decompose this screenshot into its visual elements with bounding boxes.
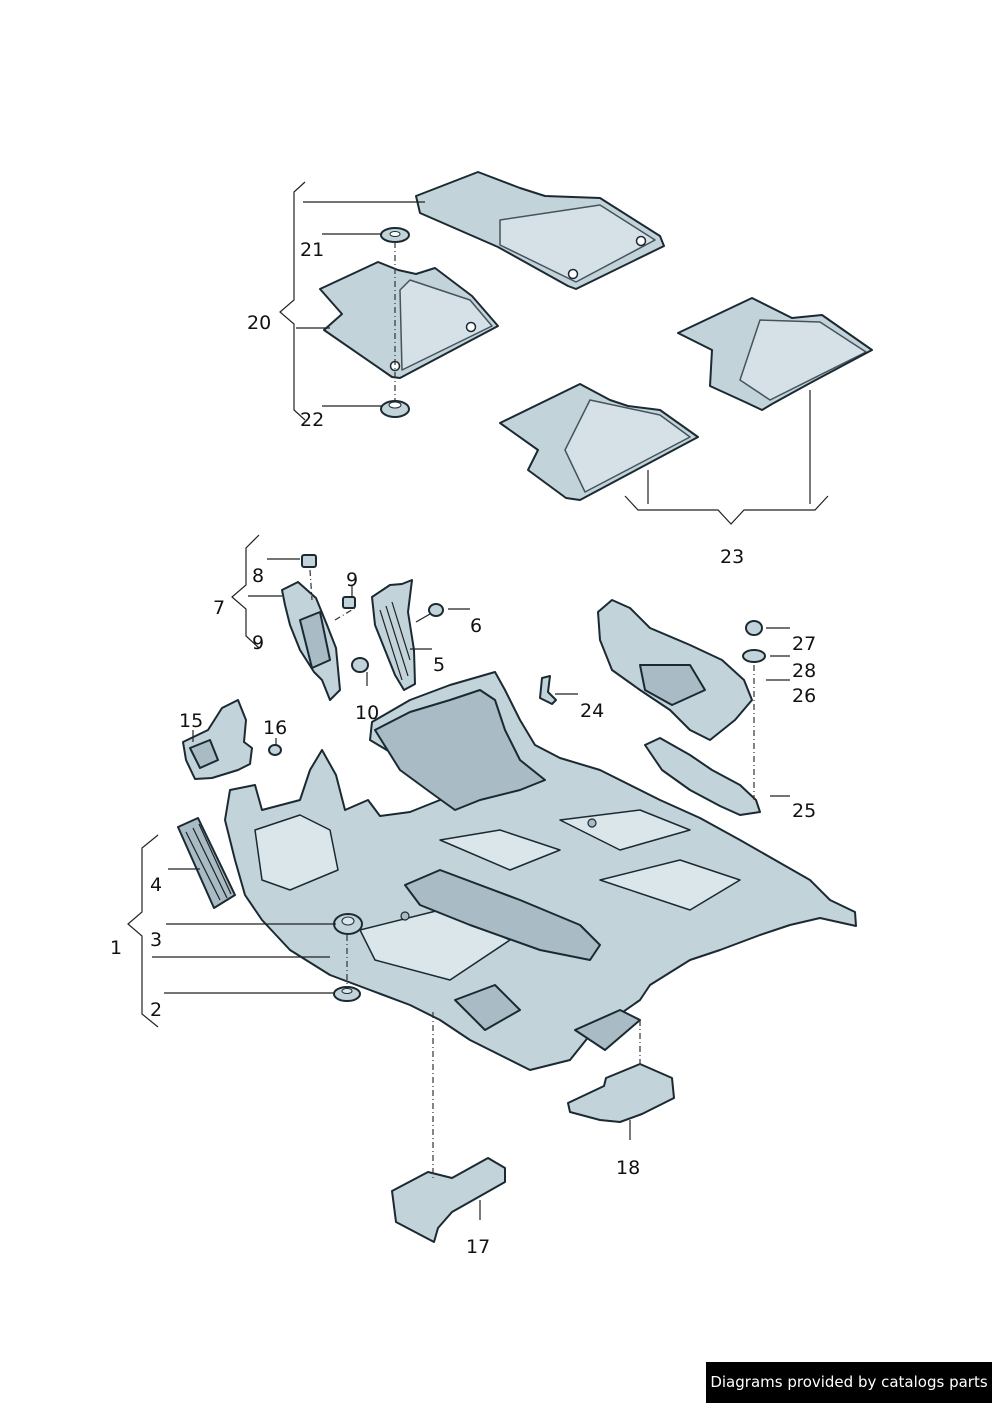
foam-block-17 [391, 1157, 506, 1243]
rear-trim-lower [644, 737, 761, 816]
callout-6: 6 [470, 615, 482, 637]
floor-mat-front-right [319, 261, 499, 379]
callout-25: 25 [792, 800, 816, 822]
floor-clip [333, 986, 361, 1002]
callout-2: 2 [150, 999, 162, 1021]
callout-labels: 20 21 22 23 8 9 7 9 6 5 10 24 27 28 26 2… [110, 239, 816, 1258]
callout-17: 17 [466, 1236, 490, 1258]
callout-1: 1 [110, 937, 122, 959]
washer-28 [742, 649, 766, 663]
callout-18: 18 [616, 1157, 640, 1179]
leader-lines [152, 201, 811, 1220]
side-trim-panel [182, 699, 253, 780]
nut-27 [745, 620, 763, 636]
callout-28: 28 [792, 660, 816, 682]
callout-22: 22 [300, 409, 324, 431]
callout-3: 3 [150, 929, 162, 951]
foam-block-18 [567, 1063, 675, 1123]
floor-mat-rear-left [677, 297, 873, 411]
callout-20: 20 [247, 312, 271, 334]
floor-mat-rear-right [499, 383, 699, 501]
callout-7: 7 [213, 597, 225, 619]
callout-15: 15 [179, 710, 203, 732]
footrest-bracket [281, 581, 341, 701]
clip-8 [301, 554, 317, 568]
callout-4: 4 [150, 874, 162, 896]
clip-lower [380, 400, 410, 418]
clip-upper [380, 227, 410, 243]
trim-clip [268, 744, 282, 756]
callout-24: 24 [580, 700, 604, 722]
diagram-credit-banner: Diagrams provided by catalogs parts [706, 1362, 992, 1403]
group-braces [127, 181, 829, 1028]
callout-9-lower: 9 [252, 632, 264, 654]
callout-5: 5 [433, 654, 445, 676]
callout-21: 21 [300, 239, 324, 261]
callout-9-upper: 9 [346, 569, 358, 591]
screw-6 [415, 603, 444, 623]
callout-27: 27 [792, 633, 816, 655]
callout-16: 16 [263, 717, 287, 739]
footrest [371, 579, 416, 691]
floor-covering [224, 671, 857, 1071]
nut-10 [351, 657, 369, 673]
callout-26: 26 [792, 685, 816, 707]
rear-trim-upper [597, 599, 753, 741]
callout-8: 8 [252, 565, 264, 587]
floor-mat-front-left [415, 171, 665, 290]
callout-23: 23 [720, 546, 744, 568]
callout-10: 10 [355, 702, 379, 724]
heel-pad [177, 817, 236, 909]
floor-stud [333, 913, 363, 935]
clip-9 [342, 596, 356, 609]
hook-clip [539, 675, 557, 705]
